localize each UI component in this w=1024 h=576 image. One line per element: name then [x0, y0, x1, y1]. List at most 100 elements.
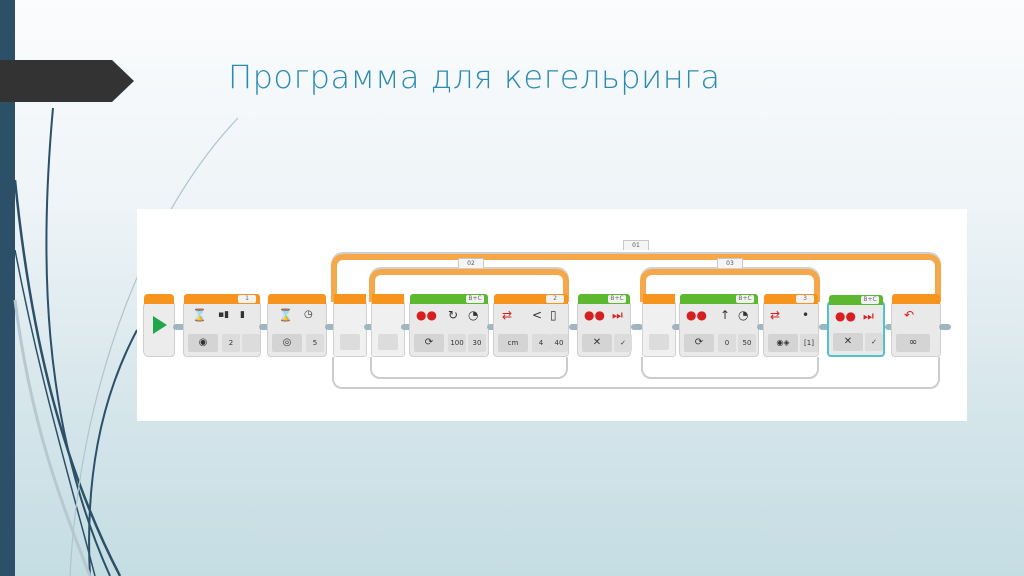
- sequence-wire: [631, 324, 643, 330]
- start-block-header: [144, 294, 174, 304]
- loop-02-bottom: [370, 357, 568, 379]
- up-arrow-icon: ↑: [720, 308, 731, 322]
- threshold-input[interactable]: 40: [550, 334, 568, 352]
- color-set-input[interactable]: [1]: [800, 334, 818, 352]
- start-block[interactable]: [143, 294, 175, 357]
- steering-icon: ↻: [448, 308, 459, 322]
- port-label: B+C: [608, 295, 626, 303]
- loop-mode-selector[interactable]: ∞: [896, 334, 930, 352]
- ev3-program-screenshot: 01 02 03 1 ⌛ ▪▮ ▮ ◉ 2 ⌛ ◷: [137, 209, 967, 421]
- hourglass-icon: ⌛: [278, 308, 293, 322]
- loop-end-block[interactable]: ↶ ∞: [891, 294, 941, 357]
- port-label: 2: [546, 295, 564, 303]
- speed-input[interactable]: 100: [448, 334, 466, 352]
- timer-icon: ◷: [304, 309, 313, 320]
- tank-stop-block-2[interactable]: B+C ●● ⏭ ✕ ✓: [827, 295, 885, 357]
- ultrasonic-sensor-icon: ▪▮: [218, 310, 230, 320]
- block-header: [892, 294, 940, 304]
- loop-02-frame: [369, 269, 569, 302]
- color-dot-icon: •: [802, 308, 810, 322]
- stop-icon: ⏭: [612, 308, 623, 322]
- block-header: 1: [184, 294, 260, 304]
- mode-selector[interactable]: ⟳: [414, 334, 444, 352]
- brake-input[interactable]: ✓: [865, 333, 883, 351]
- wait-time-block[interactable]: ⌛ ◷ ◎ 5: [267, 294, 327, 357]
- mode-selector[interactable]: ◎: [272, 334, 302, 352]
- time-icon: ◔: [738, 308, 749, 322]
- threshold-icon: ▯: [550, 308, 557, 322]
- program-canvas: 01 02 03 1 ⌛ ▪▮ ▮ ◉ 2 ⌛ ◷: [137, 209, 967, 421]
- compare-type-input[interactable]: 4: [532, 334, 550, 352]
- sequence-wire: [364, 324, 376, 330]
- loop-02-entry[interactable]: [371, 294, 405, 357]
- mode-selector[interactable]: cm: [498, 334, 528, 352]
- mode-selector[interactable]: ◉: [188, 334, 218, 352]
- mode-selector[interactable]: ◉◈: [768, 334, 798, 352]
- loop-01-frame: [331, 254, 941, 302]
- time-input[interactable]: 30: [468, 334, 486, 352]
- speed-input[interactable]: 50: [738, 334, 756, 352]
- loop-01-entry[interactable]: [333, 294, 367, 357]
- stop-icon: ⏭: [863, 309, 874, 323]
- mode-selector[interactable]: ✕: [833, 333, 863, 351]
- slide-title: Программа для кегельринга: [228, 58, 721, 96]
- block-header: 3: [764, 294, 818, 304]
- block-header: B+C: [680, 294, 758, 304]
- loop-mode-selector[interactable]: [378, 334, 398, 350]
- block-header: [268, 294, 326, 304]
- param-input[interactable]: 2: [222, 334, 240, 352]
- left-accent-bar: [0, 0, 15, 576]
- loop-01-bottom: [332, 357, 940, 389]
- sequence-wire: [672, 324, 684, 330]
- loop-header: [643, 294, 675, 304]
- wait-ultrasonic-block[interactable]: 1 ⌛ ▪▮ ▮ ◉ 2: [183, 294, 261, 357]
- loop-03-bottom: [641, 357, 819, 379]
- motor-icon: ●●: [416, 308, 437, 322]
- block-header: B+C: [829, 295, 883, 305]
- port-label: B+C: [466, 295, 484, 303]
- loop-03-frame: [640, 269, 820, 302]
- sequence-wire-end: [939, 324, 951, 330]
- brake-input[interactable]: ✓: [614, 334, 632, 352]
- hourglass-icon: ⌛: [192, 308, 207, 322]
- loop-header: [372, 294, 404, 304]
- port-label: B+C: [736, 295, 754, 303]
- loop-back-icon: ↶: [904, 308, 915, 322]
- motor-icon: ●●: [686, 308, 707, 322]
- sequence-wire: [325, 324, 337, 330]
- seconds-input[interactable]: 5: [306, 334, 324, 352]
- time-icon: ◔: [468, 308, 479, 322]
- play-icon: [153, 316, 167, 334]
- mode-selector[interactable]: ✕: [582, 334, 612, 352]
- loop-header: [334, 294, 366, 304]
- loop-mode-selector[interactable]: [340, 334, 360, 350]
- motor-icon: ●●: [584, 308, 605, 322]
- loop-01-label: 01: [623, 240, 649, 250]
- port-label: 1: [238, 295, 256, 303]
- motor-icon: ●●: [835, 309, 856, 323]
- tank-move-block-2[interactable]: B+C ●● ↑ ◔ ⟳ 0 50: [679, 294, 759, 357]
- loop-03-entry[interactable]: [642, 294, 676, 357]
- loop-mode-selector[interactable]: [649, 334, 669, 350]
- compare-less-icon: <: [532, 308, 543, 322]
- switch-icon: ⇄: [502, 308, 513, 322]
- block-header: B+C: [578, 294, 630, 304]
- switch-color-block[interactable]: 3 ⇄ • ◉◈ [1]: [763, 294, 819, 357]
- loop-03-label: 03: [717, 258, 743, 268]
- port-label: 3: [796, 295, 814, 303]
- sequence-wire: [401, 324, 413, 330]
- tank-move-block-1[interactable]: B+C ●● ↻ ◔ ⟳ 100 30: [409, 294, 489, 357]
- steering-input[interactable]: 0: [718, 334, 736, 352]
- param-output[interactable]: [242, 334, 260, 352]
- loop-02-label: 02: [458, 258, 484, 268]
- port-label: B+C: [861, 296, 879, 304]
- title-marker-arrow: [0, 60, 134, 102]
- sequence-wire: [819, 324, 831, 330]
- mode-selector[interactable]: ⟳: [684, 334, 714, 352]
- block-header: 2: [494, 294, 568, 304]
- switch-icon: ⇄: [770, 308, 781, 322]
- switch-ultrasonic-block[interactable]: 2 ⇄ < ▯ cm 4 40: [493, 294, 569, 357]
- sequence-wire: [173, 324, 185, 330]
- sequence-wire: [569, 324, 581, 330]
- tank-stop-block-1[interactable]: B+C ●● ⏭ ✕ ✓: [577, 294, 632, 357]
